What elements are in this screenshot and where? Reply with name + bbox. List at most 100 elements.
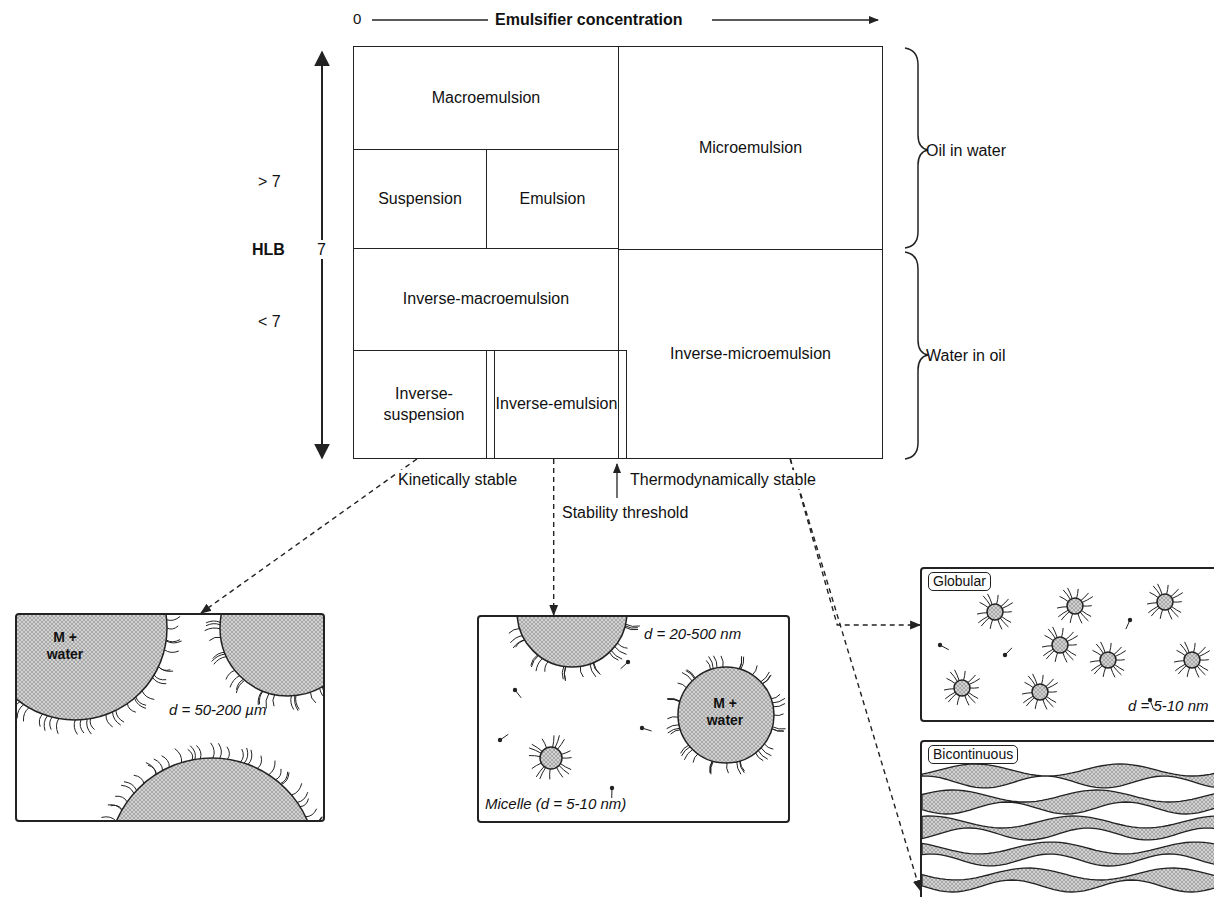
axis-label: Emulsifier concentration (495, 10, 683, 29)
surfactant-tail (1061, 612, 1069, 620)
surfactant-tail (564, 667, 565, 681)
axis-label: 7 (315, 240, 328, 259)
surfactant-tail (981, 618, 989, 626)
surfactant-tail (997, 595, 999, 604)
panel-drawing (938, 584, 1210, 709)
table-cell: Microemulsion (618, 46, 883, 250)
droplet (678, 667, 774, 763)
surfactant-tail (134, 775, 144, 783)
surfactant-tail (969, 679, 980, 685)
surfactant-tail (206, 621, 220, 623)
surfactant-tail (1178, 666, 1186, 674)
surfactant-tail (681, 745, 689, 753)
panel-label: d = 20-500 nm (644, 625, 741, 643)
droplet (220, 615, 323, 696)
surfactant-tail (1170, 608, 1178, 617)
surfactant-tail (509, 629, 520, 634)
cell-label: Inverse-suspension (354, 382, 494, 428)
surfactant-tail (549, 769, 551, 779)
surfactant-tail (310, 692, 315, 703)
bicontinuous-channel (922, 842, 1214, 866)
illustration-panel: M + waterd = 50-200 µm (15, 613, 325, 822)
surfactant-tail (154, 675, 166, 680)
surfactant-tail (967, 694, 975, 703)
surfactant-tail (121, 785, 134, 793)
droplet (540, 747, 562, 769)
surfactant-tail (1173, 601, 1182, 602)
surfactant-tail (309, 817, 322, 820)
surfactant-tail (1200, 659, 1209, 660)
droplet (954, 680, 970, 696)
surfactant-tail (236, 680, 244, 693)
surfactant-tail (1151, 608, 1159, 616)
surfactant-tail (684, 749, 692, 759)
surfactant-tail (1080, 612, 1088, 621)
surfactant-tail (948, 694, 956, 702)
panel-drawing (922, 764, 1214, 892)
droplet (1100, 652, 1116, 668)
surfactant-tail (536, 658, 542, 671)
surfactant-tail (164, 650, 178, 653)
surfactant-tail (1043, 699, 1047, 709)
surfactant-tail (39, 714, 42, 726)
bicontinuous-channel (922, 790, 1214, 814)
surfactant-tail (241, 749, 244, 762)
surfactant-tail (226, 670, 235, 679)
surfactant-tail (559, 765, 569, 774)
table-cell: Suspension (353, 149, 487, 249)
surfactant-head (498, 738, 502, 742)
surfactant-tail (17, 704, 24, 718)
surfactant-head (640, 726, 644, 730)
surfactant-tail (23, 708, 29, 722)
surfactant-tail (944, 689, 954, 690)
table-cell: Inverse-macroemulsion (353, 248, 619, 351)
surfactant-tail (1048, 691, 1057, 692)
surfactant-tail (1042, 675, 1044, 684)
surfactant-tail (1060, 596, 1069, 601)
surfactant-tail (116, 710, 124, 722)
axis-label: Thermodynamically stable (628, 470, 818, 489)
surfactant-tail (1185, 642, 1190, 653)
cell-label: Macroemulsion (426, 86, 546, 111)
droplet (1052, 637, 1068, 653)
surfactant-tail (214, 657, 227, 665)
surfactant-tail (774, 714, 784, 716)
surfactant-tail (1167, 585, 1169, 594)
surfactant-tail (281, 772, 289, 784)
panel-label: M + water (696, 695, 754, 729)
surfactant-tail (667, 717, 678, 719)
surfactant-tail (1043, 649, 1053, 656)
table-cell: Inverse-emulsion (486, 350, 627, 459)
surfactant-tail (564, 667, 565, 680)
surfactant-tail (206, 624, 220, 626)
surfactant-tail (721, 656, 723, 667)
surfactant-tail (205, 628, 220, 631)
surfactant-tail (536, 767, 544, 777)
surfactant-tail (667, 699, 679, 702)
surfactant-tail (529, 756, 540, 757)
surfactant-tail (188, 749, 193, 760)
surfactant-tail (667, 698, 680, 701)
surfactant-tail (291, 696, 294, 710)
surfactant-tail (1172, 593, 1183, 599)
surfactant-tail (772, 729, 784, 731)
surfactant-tail (297, 792, 308, 802)
surfactant-tail (1082, 597, 1093, 603)
surfactant-tail (1090, 661, 1100, 662)
surfactant-tail (1194, 643, 1196, 652)
droplet (987, 604, 1003, 620)
surfactant-tail (50, 717, 52, 729)
surfactant-tail (978, 616, 988, 623)
surfactant-tail (211, 743, 215, 758)
surfactant-tail (1068, 644, 1077, 645)
surfactant-head (1128, 618, 1132, 622)
surfactant-tail (1068, 588, 1073, 599)
surfactant-tail (617, 643, 627, 648)
surfactant-tail (1070, 614, 1072, 623)
threshold-arrow (616, 464, 617, 498)
panel-label: Micelle (d = 5-10 nm) (485, 795, 626, 813)
table-cell: Macroemulsion (353, 46, 619, 150)
table-cell: Emulsion (486, 149, 619, 249)
cell-label: Inverse-macroemulsion (397, 287, 575, 312)
surfactant-tail (227, 747, 229, 759)
